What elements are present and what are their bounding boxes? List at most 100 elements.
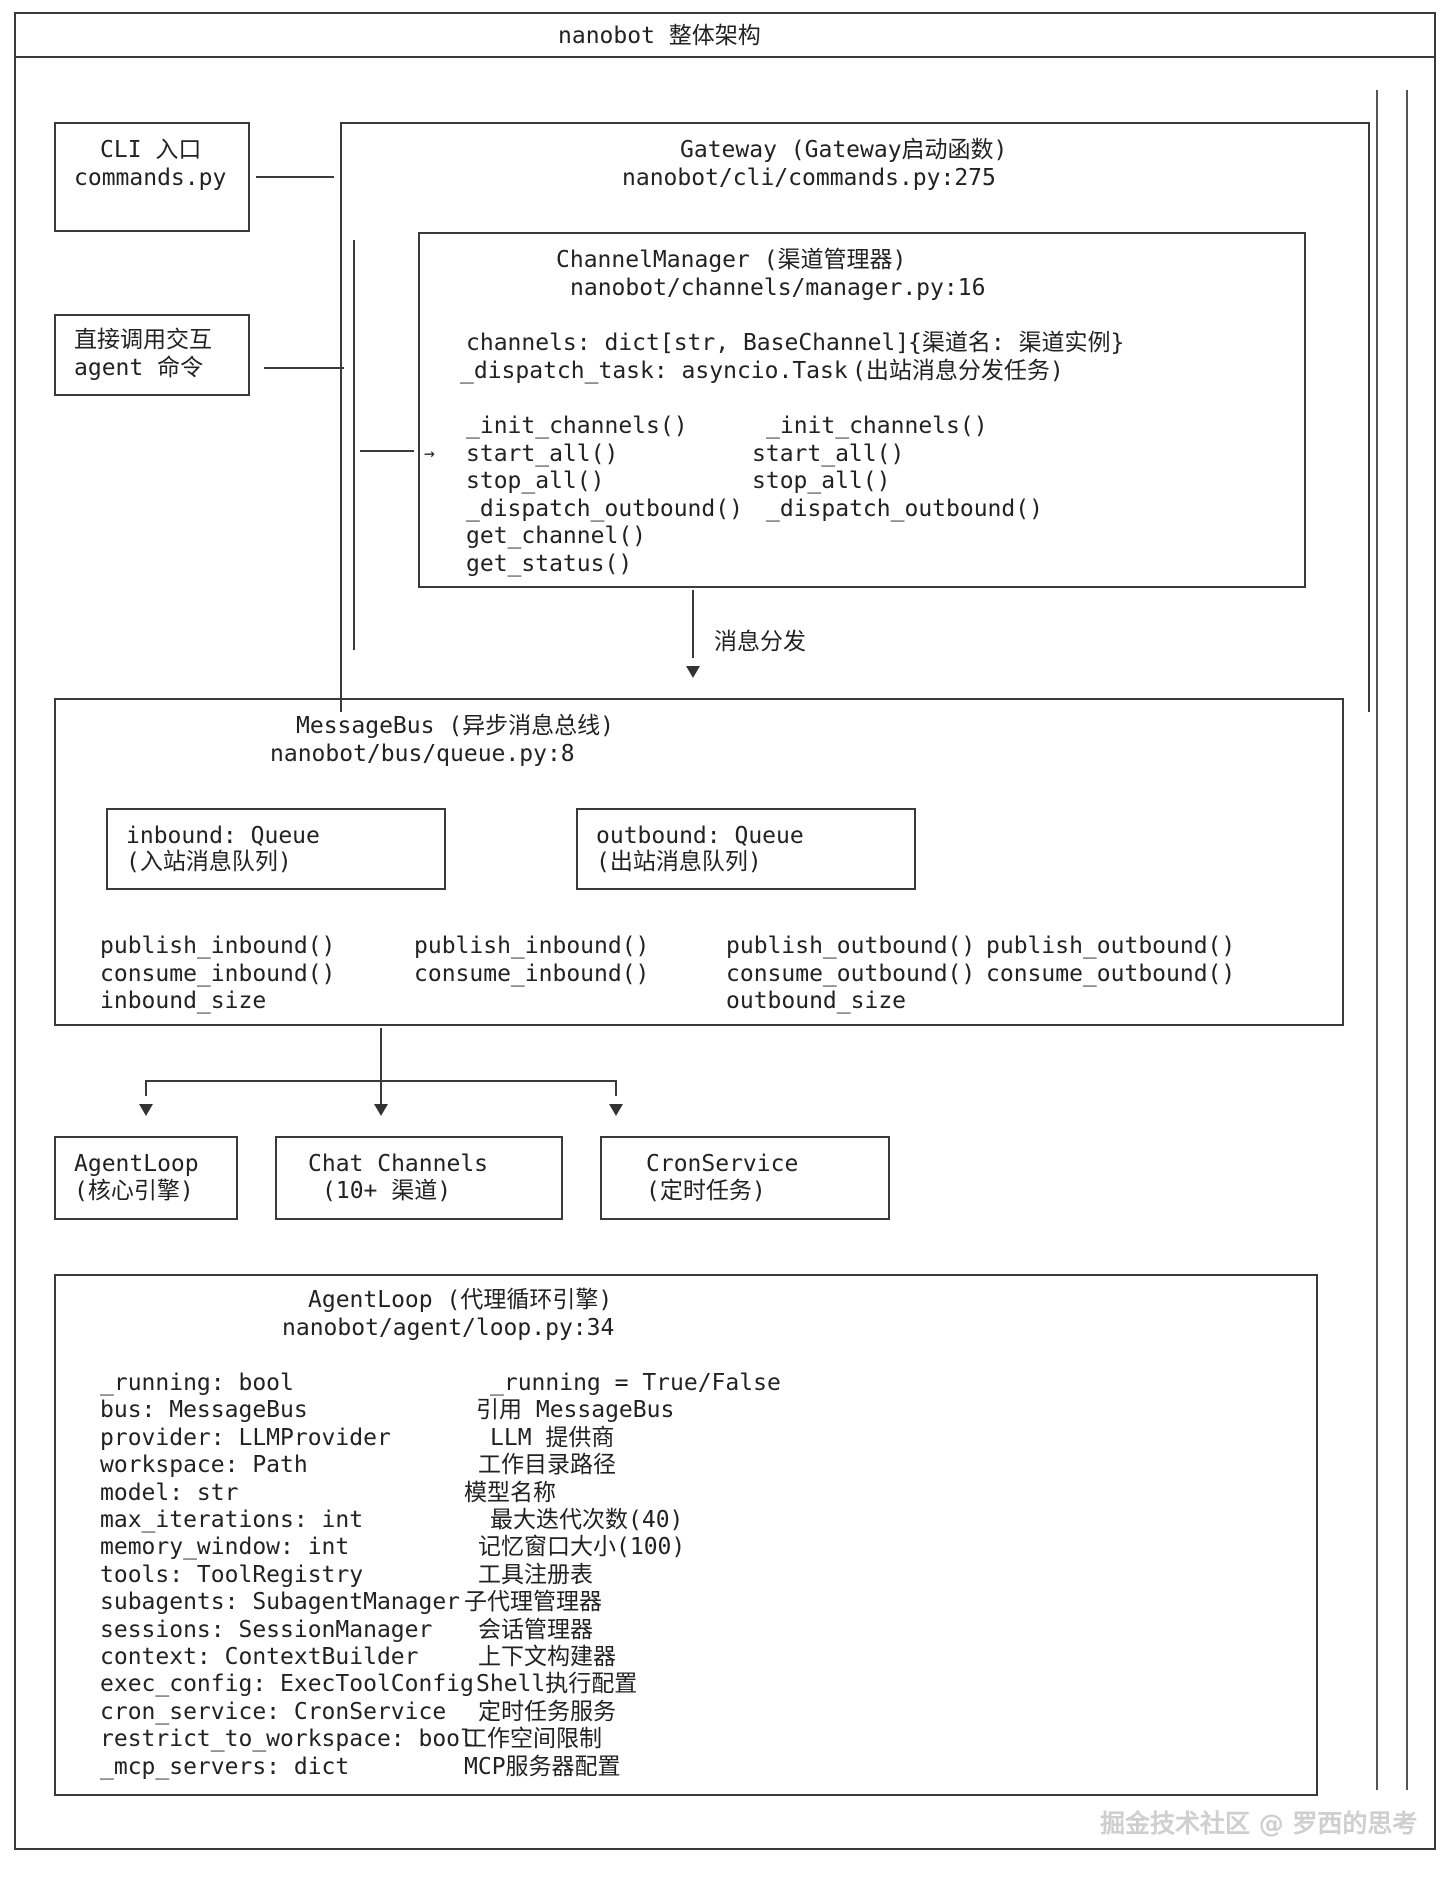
- bus-branch-left: [145, 1080, 147, 1096]
- bus-method: consume_outbound(): [726, 961, 976, 987]
- dispatch-arrowhead: [686, 666, 700, 678]
- agent-attr-desc: 最大迭代次数(40): [490, 1507, 684, 1533]
- agent-attr-name: sessions: SessionManager: [100, 1616, 433, 1643]
- cm-method-right: _dispatch_outbound(): [766, 496, 1043, 522]
- agent-loop-box: [54, 1274, 1318, 1796]
- bus-method: outbound_size: [726, 988, 907, 1014]
- dispatch-task-attr-desc: (出站消息分发任务): [852, 358, 1064, 384]
- agent-attr-desc: _running = True/False: [490, 1370, 781, 1396]
- outbound-queue-box: [576, 808, 916, 890]
- agent-attr-name: model: str: [100, 1479, 239, 1506]
- agent-attr-desc: 工具注册表: [478, 1561, 593, 1588]
- agent-loop-small-box: [54, 1136, 238, 1220]
- gateway-title: Gateway (Gateway启动函数): [680, 137, 1008, 163]
- agent-attr-name: restrict_to_workspace: bool: [100, 1726, 474, 1753]
- cli-connector: [256, 176, 334, 178]
- agent-attr-desc: 记忆窗口大小(100): [478, 1534, 686, 1561]
- message-bus-title: MessageBus (异步消息总线): [296, 713, 615, 739]
- agent-attr-name: memory_window: int: [100, 1534, 350, 1561]
- gateway-file: nanobot/cli/commands.py:275: [622, 165, 996, 191]
- agent-attr-desc: 工作目录路径: [478, 1452, 616, 1479]
- agent-attr-name: exec_config: ExecToolConfig: [100, 1671, 474, 1698]
- cm-method-left: get_channel(): [466, 523, 647, 549]
- chat-channels-desc: (10+ 渠道): [322, 1178, 452, 1204]
- channel-manager-file: nanobot/channels/manager.py:16: [570, 275, 986, 301]
- chat-channels-box: [275, 1136, 563, 1220]
- bus-method: publish_inbound(): [414, 933, 650, 959]
- cm-method-left: start_all(): [466, 441, 619, 467]
- agent-attr-desc: 会话管理器: [478, 1616, 593, 1643]
- agent-attr-name: tools: ToolRegistry: [100, 1561, 364, 1588]
- cli-entry-box: [54, 122, 250, 232]
- chat-channels-label: Chat Channels: [308, 1151, 489, 1177]
- agent-attr-desc: Shell执行配置: [476, 1671, 638, 1698]
- cron-service-box: [600, 1136, 890, 1220]
- outer-frame: [14, 12, 1436, 1850]
- inbound-queue-box: [106, 808, 446, 890]
- agent-loop-small-desc: (核心引擎): [74, 1178, 194, 1204]
- bus-method: consume_inbound(): [414, 961, 650, 987]
- dispatch-task-attr: _dispatch_task: asyncio.Task: [460, 358, 848, 384]
- bus-branch-right: [615, 1080, 617, 1096]
- agent-attr-desc: 模型名称: [464, 1479, 556, 1506]
- cli-entry-label: CLI 入口: [100, 137, 202, 163]
- right-edge-bar: [1376, 90, 1378, 1790]
- message-bus-file: nanobot/bus/queue.py:8: [270, 741, 575, 767]
- main-vertical-connector: [353, 240, 355, 650]
- agent-attr-name: subagents: SubagentManager: [100, 1589, 461, 1616]
- watermark: 掘金技术社区 @ 罗西的思考: [1100, 1809, 1418, 1838]
- inbound-queue-desc: (入站消息队列): [126, 849, 292, 875]
- bus-method: publish_inbound(): [100, 933, 336, 959]
- to-channel-manager-connector: [360, 450, 414, 452]
- cm-method-left: _init_channels(): [466, 413, 688, 439]
- branch-arrowhead: [609, 1104, 623, 1116]
- agent-attr-desc: 引用 MessageBus: [476, 1397, 675, 1424]
- direct-call-label: 直接调用交互: [74, 327, 212, 353]
- direct-call-box: [54, 314, 250, 396]
- branch-arrowhead: [374, 1104, 388, 1116]
- cron-service-label: CronService: [646, 1151, 799, 1177]
- agent-attr-name: bus: MessageBus: [100, 1397, 308, 1424]
- agent-attr-desc: 上下文构建器: [478, 1644, 616, 1670]
- cm-method-left: stop_all(): [466, 468, 605, 494]
- agent-attr-desc: LLM 提供商: [490, 1424, 615, 1451]
- agent-attr-desc: 子代理管理器: [464, 1589, 602, 1616]
- bus-method: publish_outbound(): [726, 933, 976, 959]
- channels-attr: channels: dict[str, BaseChannel]: [466, 330, 910, 356]
- inbound-queue-label: inbound: Queue: [126, 823, 320, 849]
- cm-method-left: get_status(): [466, 551, 633, 577]
- channel-manager-title: ChannelManager (渠道管理器): [556, 247, 907, 273]
- cm-method-left: _dispatch_outbound(): [466, 496, 743, 522]
- bus-branch-trunk: [380, 1028, 382, 1108]
- dispatch-label: 消息分发: [714, 629, 806, 655]
- agent-loop-small-label: AgentLoop: [74, 1151, 199, 1177]
- title-divider: [14, 56, 1436, 58]
- cm-method-right: start_all(): [752, 441, 905, 467]
- agent-loop-title: AgentLoop (代理循环引擎): [308, 1287, 613, 1313]
- cm-method-right: stop_all(): [752, 468, 891, 494]
- branch-arrowhead: [139, 1104, 153, 1116]
- agent-attr-desc: 定时任务服务: [478, 1698, 616, 1725]
- agent-attr-name: cron_service: CronService: [100, 1698, 447, 1725]
- channels-attr-desc: {渠道名: 渠道实例}: [908, 330, 1125, 356]
- cli-entry-file: commands.py: [74, 165, 227, 191]
- agent-attr-desc: MCP服务器配置: [464, 1753, 621, 1780]
- direct-connector: [264, 367, 344, 369]
- right-edge-bar: [1406, 90, 1408, 1790]
- dispatch-arrow-line: [692, 590, 694, 658]
- bus-branch-horizontal: [145, 1080, 617, 1082]
- bus-method: consume_inbound(): [100, 961, 336, 987]
- cron-service-desc: (定时任务): [646, 1178, 766, 1204]
- cm-method-right: _init_channels(): [766, 413, 988, 439]
- bus-method: consume_outbound(): [986, 961, 1236, 987]
- agent-attr-name: max_iterations: int: [100, 1507, 364, 1533]
- agent-attr-name: _mcp_servers: dict: [100, 1753, 350, 1780]
- bus-method: inbound_size: [100, 988, 267, 1014]
- agent-attr-name: workspace: Path: [100, 1452, 308, 1479]
- outbound-queue-label: outbound: Queue: [596, 823, 804, 849]
- start-all-arrow-mark: →: [424, 443, 435, 464]
- bus-method: publish_outbound(): [986, 933, 1236, 959]
- gateway-box: [340, 122, 1370, 712]
- agent-loop-file: nanobot/agent/loop.py:34: [282, 1315, 615, 1341]
- channel-manager-box: [418, 232, 1306, 588]
